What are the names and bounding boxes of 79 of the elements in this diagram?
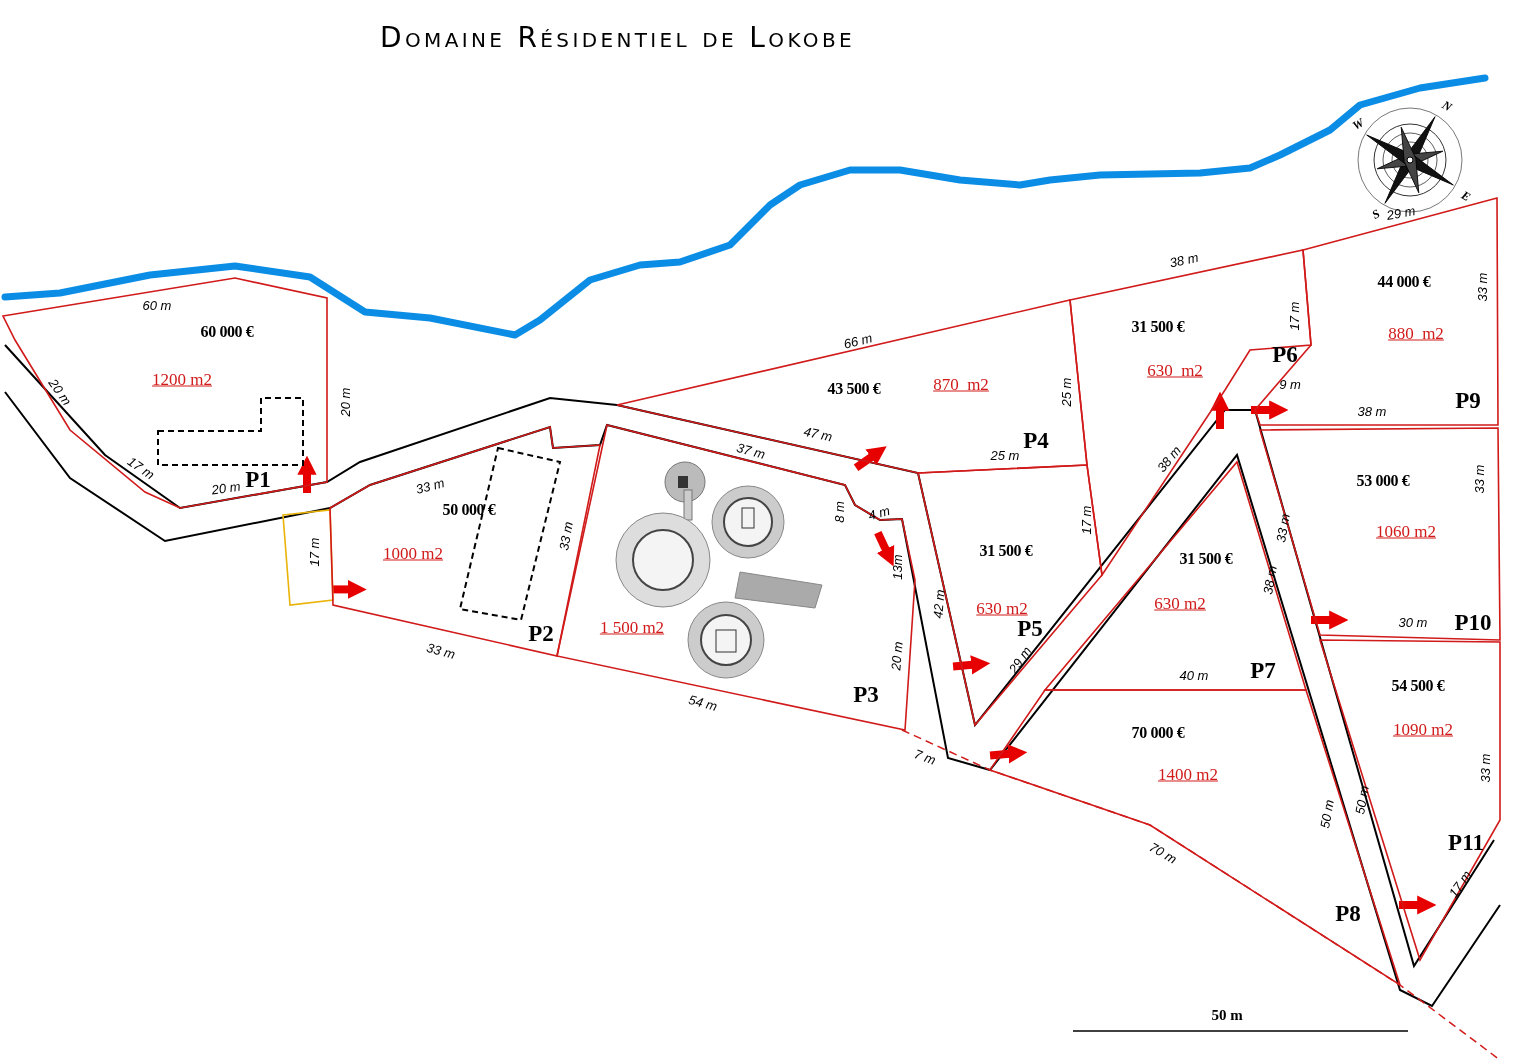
area-label: 1200 m2 — [152, 370, 212, 388]
dimension-label: 9 m — [1279, 377, 1301, 391]
access-arrow — [989, 744, 1028, 764]
compass-letter: W — [1350, 116, 1366, 132]
dimension-label: 50 m — [1318, 798, 1336, 830]
price-label: 31 500 € — [1179, 551, 1233, 567]
title: Domaine Résidentiel de Lokobe — [380, 24, 855, 52]
area-label: 1 500 m2 — [599, 618, 665, 636]
price-label: 31 500 € — [979, 543, 1033, 559]
dimension-label: 13m — [890, 554, 904, 580]
dimension-label: 38 m — [1357, 404, 1387, 418]
dimension-label: 25 m — [1059, 377, 1073, 407]
dimension-label: 20 m — [46, 376, 74, 408]
dimension-label: 7 m — [912, 747, 938, 767]
dimension-label: 33 m — [1475, 272, 1489, 302]
dimension-label: 17 m — [1446, 868, 1474, 900]
lot-number: P3 — [853, 682, 879, 706]
dimension-label: 60 m — [142, 298, 172, 312]
dimension-label: 33 m — [557, 520, 575, 552]
area-label: 630 m2 — [1147, 361, 1203, 379]
lot-number: P9 — [1455, 388, 1481, 412]
lot-number: P8 — [1335, 901, 1361, 925]
lot-number: P5 — [1017, 616, 1043, 640]
lot-number: P1 — [245, 467, 271, 491]
compass-letter: S — [1370, 207, 1382, 221]
dimension-label: 38 m — [1154, 443, 1184, 475]
compass-letter: E — [1459, 188, 1473, 204]
dimension-label: 25 m — [990, 448, 1020, 462]
dimension-label: 29 m — [1385, 204, 1417, 222]
dimension-label: 17 m — [125, 454, 157, 482]
dimension-label: 38 m — [1168, 250, 1200, 270]
area-label: 880 m2 — [1388, 324, 1444, 342]
dimension-label: 17 m — [1287, 301, 1301, 331]
scale-label: 50 m — [1211, 1007, 1243, 1023]
compass-letter: N — [1440, 98, 1454, 114]
access-arrow — [874, 530, 895, 567]
dimension-label: 20 m — [338, 387, 352, 417]
price-label: 50 000 € — [442, 502, 496, 518]
dimension-label: 17 m — [307, 537, 321, 567]
access-arrow — [853, 446, 887, 472]
lot-number: P2 — [528, 621, 554, 645]
dimension-label: 30 m — [1398, 615, 1428, 629]
lot-number: P11 — [1448, 830, 1484, 854]
area-label: 630 m2 — [1154, 594, 1206, 612]
price-label: 53 000 € — [1356, 473, 1410, 489]
dimension-label: 33 m — [1478, 753, 1492, 783]
price-label: 44 000 € — [1377, 274, 1431, 290]
lot-number: P4 — [1023, 428, 1049, 452]
dimension-label: 33 m — [1274, 512, 1292, 544]
dimension-label: 37 m — [735, 441, 767, 461]
area-label: 1060 m2 — [1376, 522, 1436, 540]
access-arrow — [952, 655, 991, 675]
area-label: 870 m2 — [933, 375, 989, 393]
dimension-label: 66 m — [842, 331, 874, 351]
dimension-label: 17 m — [1079, 505, 1093, 535]
dimension-label: 42 m — [931, 589, 947, 619]
area-label: 630 m2 — [976, 599, 1028, 617]
area-label: 1090 m2 — [1393, 720, 1453, 738]
dimension-label: 47 m — [802, 424, 834, 444]
lot-number: P6 — [1272, 342, 1298, 366]
price-label: 60 000 € — [200, 324, 254, 340]
dimension-label: 33 m — [425, 641, 457, 661]
dimension-label: 33 m — [1472, 464, 1486, 494]
dimension-label: 33 m — [414, 476, 446, 496]
dimension-label: 54 m — [687, 693, 719, 713]
dimension-label: 40 m — [1179, 668, 1209, 682]
price-label: 70 000 € — [1131, 725, 1185, 741]
lot-number: P10 — [1454, 610, 1492, 634]
dimension-label: 20 m — [889, 641, 905, 671]
lot-number: P7 — [1250, 658, 1276, 682]
area-label: 1400 m2 — [1158, 765, 1218, 783]
dimension-label: 70 m — [1147, 840, 1179, 866]
dimension-label: 4 m — [866, 503, 892, 523]
area-label: 1000 m2 — [383, 544, 443, 562]
price-label: 43 500 € — [827, 381, 881, 397]
dimension-label: 8 m — [832, 501, 846, 523]
dimension-label: 20 m — [210, 479, 242, 497]
price-label: 54 500 € — [1391, 678, 1445, 694]
price-label: 31 500 € — [1131, 319, 1185, 335]
